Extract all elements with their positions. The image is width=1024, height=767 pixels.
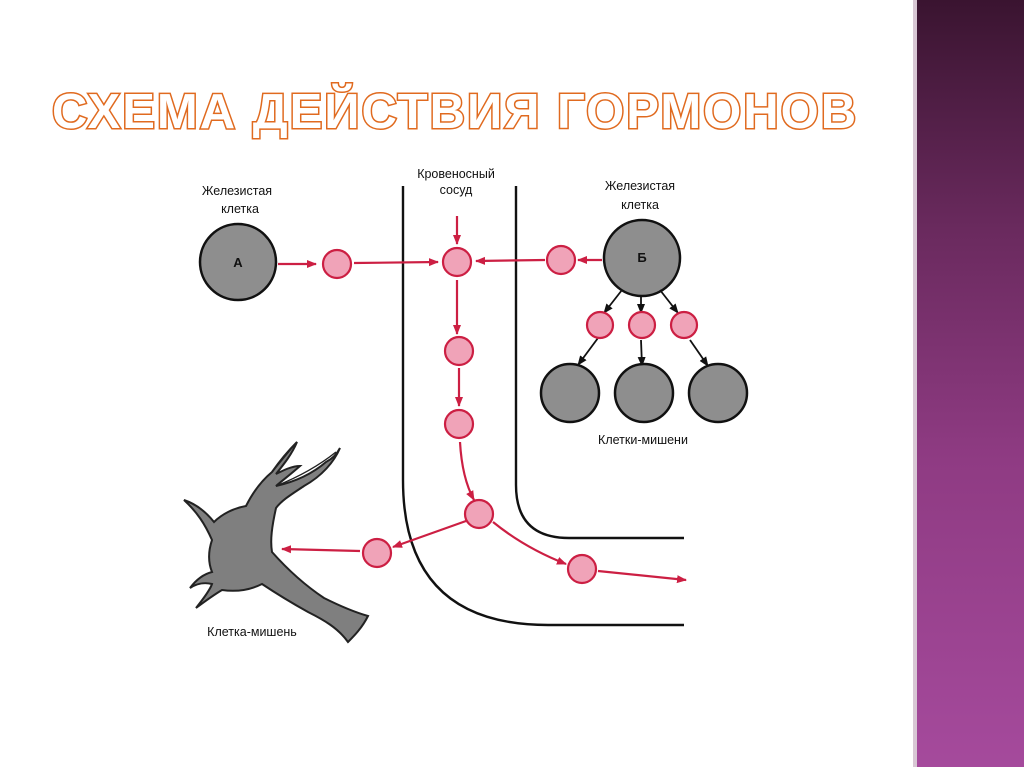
gland-cell-b-letter: Б — [637, 250, 646, 265]
arrow-to-target-middle — [637, 339, 646, 367]
arrow-to-target-right — [689, 339, 709, 367]
gland-cell-a — [198, 222, 278, 302]
vessel-label-line1: Кровеносный — [417, 167, 495, 181]
slide-title: СХЕМА ДЕЙСТВИЯ ГОРМОНОВ — [52, 84, 858, 139]
hormone-action-diagram: Кровеносный сосуд Железистая клетка А Же… — [183, 167, 749, 644]
target-cell-neuron — [183, 441, 370, 644]
hormone-molecule — [321, 248, 353, 280]
arrow-exit-vessel — [597, 569, 687, 584]
hormone-molecule — [566, 553, 598, 585]
hormone-molecule — [627, 310, 657, 340]
hormone-molecule — [545, 244, 577, 276]
hormone-molecule — [585, 310, 615, 340]
gland-b-label-line2: клетка — [621, 198, 659, 212]
arrow-along-vessel — [492, 521, 567, 566]
side-band-edge — [913, 0, 917, 767]
hormone-molecule — [361, 537, 393, 569]
target-cell-right — [687, 362, 749, 424]
arrow-b-branch-left — [603, 289, 623, 314]
slide-title-graphic: СХЕМА ДЕЙСТВИЯ ГОРМОНОВ — [51, 83, 858, 141]
arrow-to-left-hormone — [392, 519, 467, 549]
target-cells-label: Клетки-мишени — [598, 433, 688, 447]
neuron-dendrite-detail — [271, 441, 337, 487]
hormone-molecule — [463, 498, 495, 530]
gland-cell-b — [602, 218, 682, 298]
gland-a-label-line1: Железистая — [202, 184, 272, 198]
arrow-hormone-into-vessel-right — [475, 256, 546, 265]
hormone-molecule — [443, 335, 475, 367]
vessel-outer-wall — [401, 186, 684, 627]
target-cell-left — [539, 362, 601, 424]
hormone-molecule — [441, 246, 473, 278]
hormone-molecule — [669, 310, 699, 340]
target-cell-label: Клетка-мишень — [207, 625, 297, 639]
arrow-to-target-left — [577, 337, 599, 366]
hormone-molecule — [443, 408, 475, 440]
gland-cell-a-letter: А — [233, 255, 243, 270]
gland-a-label-line2: клетка — [221, 202, 259, 216]
arrow-to-target-cell — [281, 545, 361, 554]
arrow-hormone-into-vessel-left — [353, 258, 439, 267]
vessel-inner-wall — [514, 186, 684, 540]
vessel-label-line2: сосуд — [440, 183, 473, 197]
target-cell-middle — [613, 362, 675, 424]
decorative-side-band — [913, 0, 1024, 767]
gland-b-label-line1: Железистая — [605, 179, 675, 193]
arrow-down-3 — [458, 441, 475, 501]
arrow-b-branch-right — [659, 289, 679, 314]
